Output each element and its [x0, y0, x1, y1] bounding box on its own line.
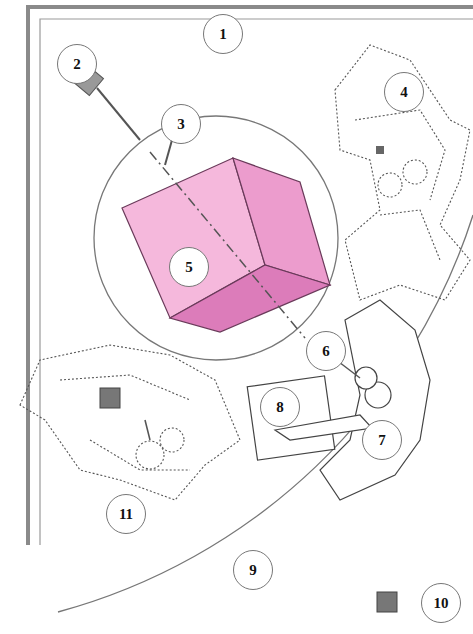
callout-number: 2 [57, 44, 97, 84]
callout-number: 4 [384, 72, 424, 112]
callout-number: 7 [362, 420, 402, 460]
callout-number: 6 [306, 331, 346, 371]
callout-number: 3 [161, 104, 201, 144]
callout-number: 9 [233, 550, 273, 590]
callout-number: 1 [203, 14, 243, 54]
callout-number: 11 [106, 494, 146, 534]
callout-number: 5 [169, 247, 209, 287]
callout-number: 10 [421, 583, 461, 623]
callout-number: 8 [260, 387, 300, 427]
